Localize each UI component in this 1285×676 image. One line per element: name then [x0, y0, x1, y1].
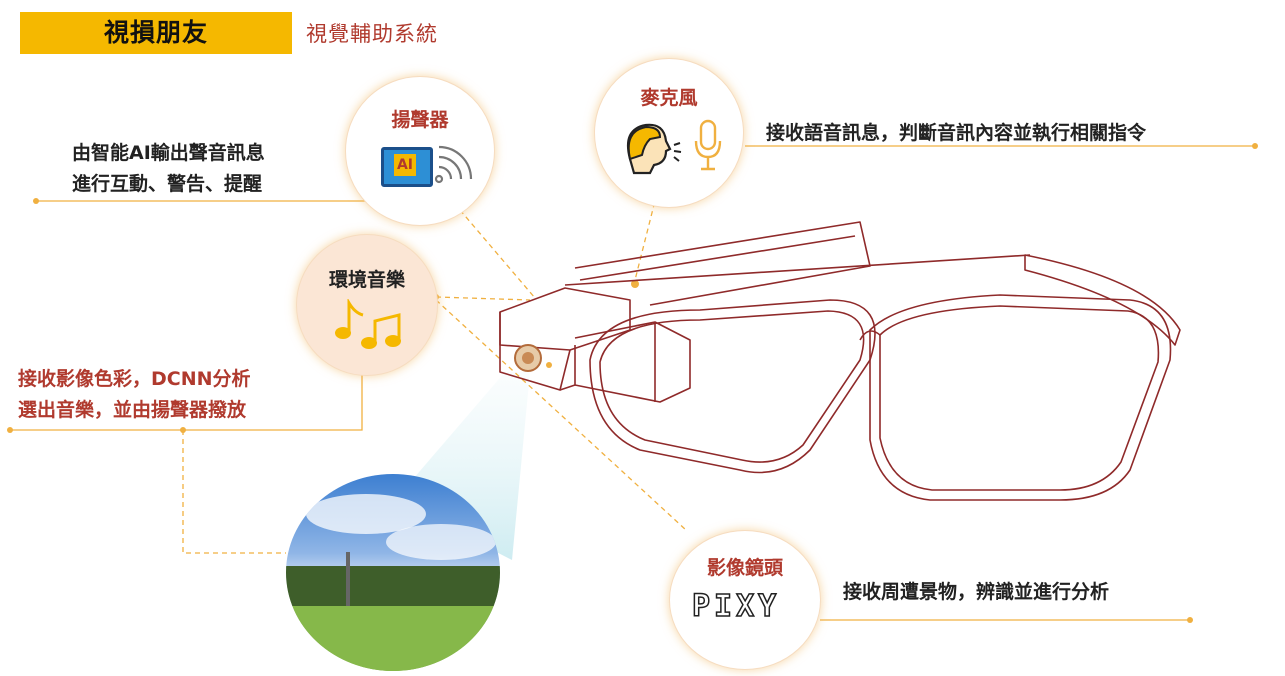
speaker-label: 揚聲器 [391, 109, 449, 131]
music-desc-line-1: 接收影像色彩，DCNN分析 [18, 368, 251, 390]
dot [1252, 143, 1258, 149]
dot [33, 198, 39, 204]
microphone-label: 麥克風 [640, 87, 698, 109]
music-description: 接收影像色彩，DCNN分析 選出音樂，並由揚聲器撥放 [18, 364, 358, 426]
music-notes-icon [335, 299, 401, 349]
dot [180, 427, 186, 433]
camera-lens-inner [522, 352, 534, 364]
dot [631, 280, 639, 288]
speaker-pointer [459, 209, 536, 299]
microphone-description: 接收語音訊息，判斷音訊內容並執行相關指令 [766, 122, 1147, 144]
grass-field [286, 606, 500, 671]
photo-line [182, 430, 286, 554]
speaking-person-icon [626, 123, 682, 175]
music-pointer-1 [435, 296, 531, 301]
speaker-desc-line-1: 由智能AI輸出聲音訊息 [72, 142, 265, 164]
music-circle: 環境音樂 [296, 234, 438, 376]
music-desc-line [10, 372, 363, 431]
page-subtitle: 視覺輔助系統 [306, 22, 438, 46]
speaker-circle: 揚聲器 AI [345, 76, 495, 226]
sound-waves-icon [434, 145, 473, 184]
speaker-description: 由智能AI輸出聲音訊息 進行互動、警告、提醒 [72, 138, 372, 200]
speaker-desc-line-2: 進行互動、警告、提醒 [72, 173, 263, 195]
ai-chip-icon: AI [394, 154, 416, 176]
monitor-icon: AI [381, 147, 433, 187]
camera-circle: 影像鏡頭 PIXY [669, 530, 821, 670]
mic-pointer [633, 184, 660, 285]
pole [346, 552, 350, 612]
tree-line [286, 566, 500, 606]
music-desc-line-2: 選出音樂，並由揚聲器撥放 [18, 399, 247, 421]
title-banner [20, 12, 292, 54]
smart-glasses [499, 221, 1181, 501]
music-label: 環境音樂 [328, 269, 405, 291]
pixy-logo: PIXY [691, 588, 781, 625]
dot [546, 362, 552, 368]
dot [7, 427, 13, 433]
microphone-icon [694, 119, 722, 171]
microphone-circle: 麥克風 [594, 58, 744, 208]
scene-photo [286, 474, 500, 671]
camera-description: 接收周遭景物，辨識並進行分析 [843, 581, 1110, 603]
camera-label: 影像鏡頭 [706, 557, 783, 579]
cloud [386, 524, 496, 560]
dot [1187, 617, 1193, 623]
page-title: 視損朋友 [103, 18, 208, 47]
camera-pointer [435, 299, 687, 531]
